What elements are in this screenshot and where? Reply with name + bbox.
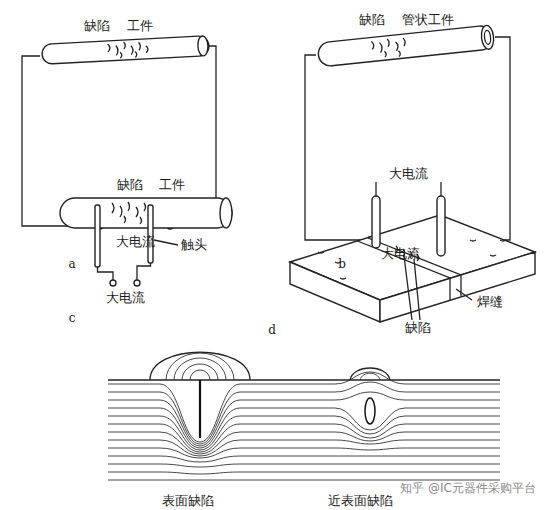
caption-label: 表面缺陷	[162, 493, 214, 509]
callout-label: 大电流	[116, 234, 155, 250]
callout-label: 焊缝	[477, 294, 503, 310]
tube-end	[480, 25, 494, 50]
callout-label: 管状工件	[402, 12, 454, 28]
defect-indication	[108, 41, 149, 59]
wire	[137, 263, 151, 280]
callout-label: 缺陷	[359, 12, 385, 28]
leader-line	[404, 256, 420, 320]
rod-body	[42, 36, 210, 65]
electrode	[437, 196, 445, 256]
watermark: 知乎 @IC元器件采购平台	[400, 480, 536, 496]
tube-workpiece	[317, 25, 495, 67]
callout-label: 工件	[159, 177, 185, 193]
contact-probe	[95, 205, 100, 267]
callout-label: 大电流	[106, 290, 145, 306]
leakage-field	[166, 353, 234, 380]
field-line	[108, 382, 500, 444]
field-line	[108, 472, 500, 474]
field-line	[108, 480, 500, 481]
subsurface-defect	[365, 398, 375, 424]
leader-line	[154, 240, 178, 245]
flux-section	[108, 352, 500, 480]
wire	[440, 182, 441, 196]
defect-indication	[112, 202, 146, 224]
callout-label: 缺陷	[84, 18, 110, 34]
rod-end	[197, 36, 208, 56]
terminal	[134, 280, 140, 286]
terminal	[110, 280, 116, 286]
surface-crack	[199, 380, 201, 438]
field-line	[108, 372, 500, 442]
particle-mark	[318, 240, 506, 279]
rod-workpiece	[42, 36, 210, 65]
panel-letter: c	[69, 310, 76, 326]
field-line	[108, 408, 500, 448]
wire	[305, 55, 367, 240]
panel-letter: a	[68, 256, 75, 272]
field-line	[108, 392, 500, 446]
wire	[375, 182, 376, 196]
callout-label: 缺陷	[117, 177, 143, 193]
panel-b	[305, 25, 510, 243]
panel-d	[290, 182, 535, 322]
leakage-field	[150, 352, 250, 380]
panel-c	[60, 198, 232, 286]
wire	[98, 267, 114, 280]
leader-line	[456, 289, 472, 300]
callout-label: 大电流	[381, 246, 420, 262]
callout-label: 大电流	[389, 166, 428, 182]
panel-letter: d	[268, 322, 276, 338]
defect-indication	[371, 37, 406, 59]
caption-label: 近表面缺陷	[328, 493, 393, 509]
tube-body	[317, 25, 494, 67]
callout-label: 缺陷	[405, 320, 431, 336]
rod-end	[220, 198, 232, 228]
rod-body	[60, 198, 232, 228]
leakage-field	[360, 373, 380, 380]
field-line	[108, 456, 500, 462]
leakage-field	[350, 368, 390, 380]
plate-front	[380, 252, 535, 322]
plate-side	[290, 262, 380, 322]
panel-letter: b	[338, 256, 346, 272]
callout-label: 触头	[181, 237, 207, 253]
field-line	[108, 432, 500, 454]
field-line	[108, 464, 500, 467]
electrode	[372, 196, 380, 248]
surface-line	[108, 379, 500, 380]
callout-label: 工件	[127, 18, 153, 34]
tube-bore	[484, 30, 491, 45]
